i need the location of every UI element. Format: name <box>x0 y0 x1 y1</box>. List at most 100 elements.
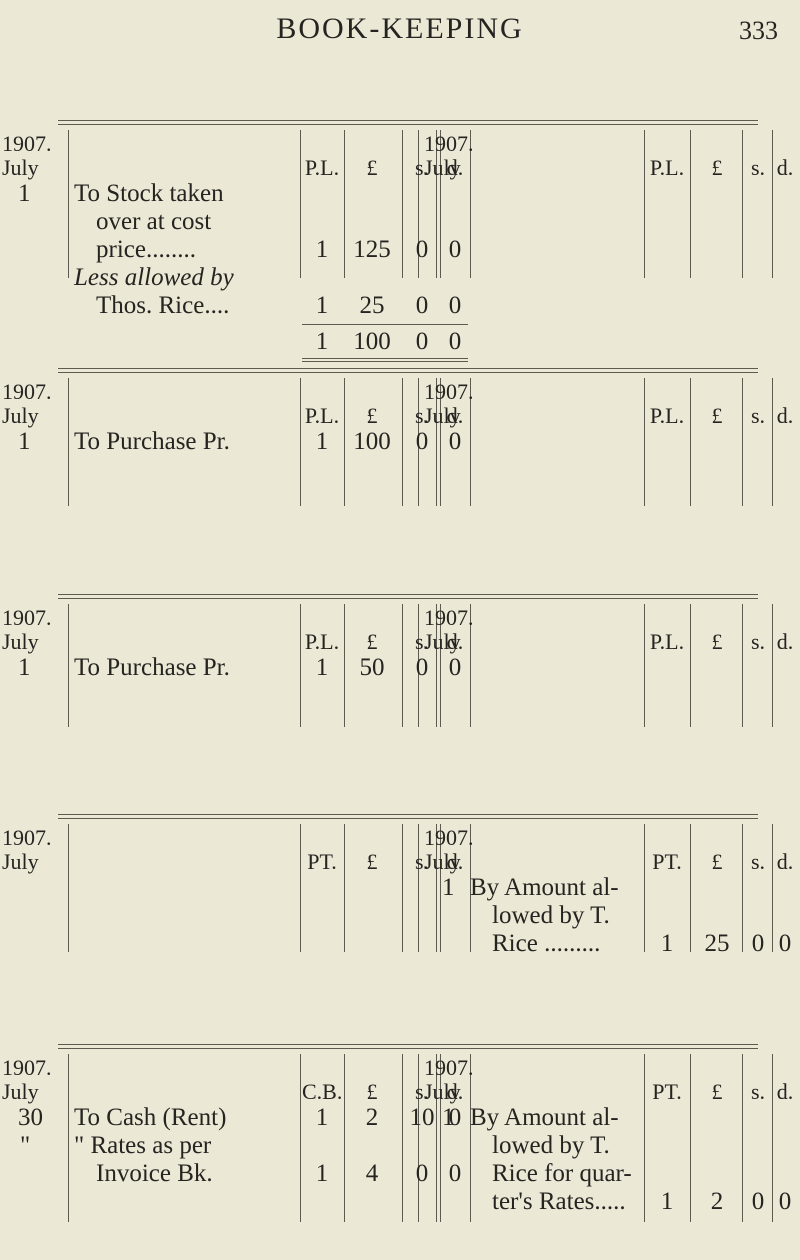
dr-day-ditto: " <box>20 1132 31 1159</box>
column-rule <box>436 824 437 952</box>
dr-amount-pounds: 125 <box>353 236 391 263</box>
spacer <box>742 1002 770 1033</box>
account-heading <box>0 998 800 1038</box>
dr-particulars-line: over at cost <box>96 208 212 235</box>
column-rule <box>690 130 691 278</box>
column-rule <box>772 130 773 278</box>
column-rule <box>742 604 743 727</box>
column-rule <box>300 378 301 506</box>
cr-col-head: d. <box>776 849 794 874</box>
cr-amount-pounds: 25 <box>704 930 730 957</box>
dr-col-head: C.B. <box>302 1079 343 1104</box>
dr-particulars-line: To Purchase Pr. <box>74 428 230 455</box>
column-rule <box>470 824 471 952</box>
dr-label <box>44 78 72 110</box>
dr-col-head: £ <box>366 629 378 654</box>
account-heading <box>0 322 800 362</box>
column-rule <box>470 378 471 506</box>
cr-particulars-line: lowed by T. <box>492 1132 610 1159</box>
dr-day: 1 <box>18 654 31 681</box>
cr-col-head: s. <box>750 629 766 654</box>
cr-month: July <box>424 403 461 428</box>
column-rule <box>68 378 69 506</box>
cr-col-head: £ <box>711 403 723 428</box>
column-rule <box>344 378 345 506</box>
column-rule <box>436 378 437 506</box>
column-rule <box>344 824 345 952</box>
cr-day: 1 <box>442 874 455 901</box>
column-rule <box>690 824 691 952</box>
column-rule <box>440 378 441 506</box>
spacer <box>44 78 72 109</box>
cr-year: 1907. <box>424 379 474 404</box>
column-rule <box>402 824 403 952</box>
column-rule <box>690 1054 691 1222</box>
spacer <box>44 326 72 357</box>
cr-month: July <box>424 629 461 654</box>
column-rule <box>300 1054 301 1222</box>
heading-double-rule <box>58 598 758 599</box>
dr-day: 30 <box>18 1104 43 1131</box>
cr-particulars-line: ter's Rates..... <box>492 1188 626 1215</box>
cr-col-head: s. <box>750 1079 766 1104</box>
dr-col-head: d. <box>446 155 464 180</box>
dr-total-folio: 1 <box>315 328 329 355</box>
cr-col-head: PT. <box>652 1079 682 1104</box>
heading-double-rule <box>58 1048 758 1049</box>
dr-col-head: s. <box>414 1079 430 1104</box>
column-rule <box>772 378 773 506</box>
column-rule <box>300 130 301 278</box>
dr-col-head: £ <box>366 155 378 180</box>
spacer <box>742 552 770 583</box>
dr-amount-shillings: 0 <box>415 236 429 263</box>
column-rule <box>690 378 691 506</box>
column-rule <box>68 1054 69 1222</box>
dr-col-head: d. <box>446 1079 464 1104</box>
cr-col-head: £ <box>711 629 723 654</box>
dr-particulars-line: To Cash (Rent) <box>74 1104 227 1131</box>
dr-amount-folio: 1 <box>315 292 329 319</box>
column-rule <box>436 130 437 278</box>
column-rule <box>644 1054 645 1222</box>
column-rule <box>300 604 301 727</box>
column-rule <box>742 130 743 278</box>
cr-col-head: s. <box>750 849 766 874</box>
column-rule <box>644 130 645 278</box>
cr-amount-folio: 1 <box>660 930 674 957</box>
cr-year: 1907. <box>424 131 474 156</box>
dr-amount-pence: 0 <box>448 236 462 263</box>
dr-year: 1907. <box>2 605 52 630</box>
column-rule <box>440 824 441 952</box>
column-rule <box>772 1054 773 1222</box>
heading-double-rule <box>58 120 758 121</box>
dr-col-head: P.L. <box>304 403 340 428</box>
column-rule <box>644 378 645 506</box>
cr-col-head: P.L. <box>649 629 685 654</box>
dr-amount-shillings: 0 <box>415 428 429 455</box>
dr-amount-pounds: 2 <box>365 1104 379 1131</box>
dr-amount-pence: 0 <box>448 1160 462 1187</box>
dr-amount-folio: 1 <box>315 1104 329 1131</box>
column-rule <box>436 604 437 727</box>
cr-particulars-line: By Amount al- <box>470 1104 619 1131</box>
cr-col-head: d. <box>776 629 794 654</box>
total-double-rule <box>302 358 468 359</box>
cr-amount-folio: 1 <box>660 1188 674 1215</box>
cr-month: July <box>424 1079 461 1104</box>
cr-col-head: d. <box>776 1079 794 1104</box>
column-rule <box>690 604 691 727</box>
cr-col-head: £ <box>711 155 723 180</box>
dr-col-head: P.L. <box>304 155 340 180</box>
column-rule <box>470 130 471 278</box>
total-double-rule <box>302 361 468 362</box>
cr-col-head: s. <box>750 403 766 428</box>
spacer <box>742 78 770 109</box>
dr-month: July <box>2 629 39 654</box>
spacer <box>742 772 770 803</box>
cr-label <box>742 1002 770 1034</box>
heading-double-rule <box>58 1044 758 1045</box>
cr-col-head: s. <box>750 155 766 180</box>
dr-amount-pounds: 100 <box>353 428 391 455</box>
dr-amount-pence: 0 <box>448 428 462 455</box>
